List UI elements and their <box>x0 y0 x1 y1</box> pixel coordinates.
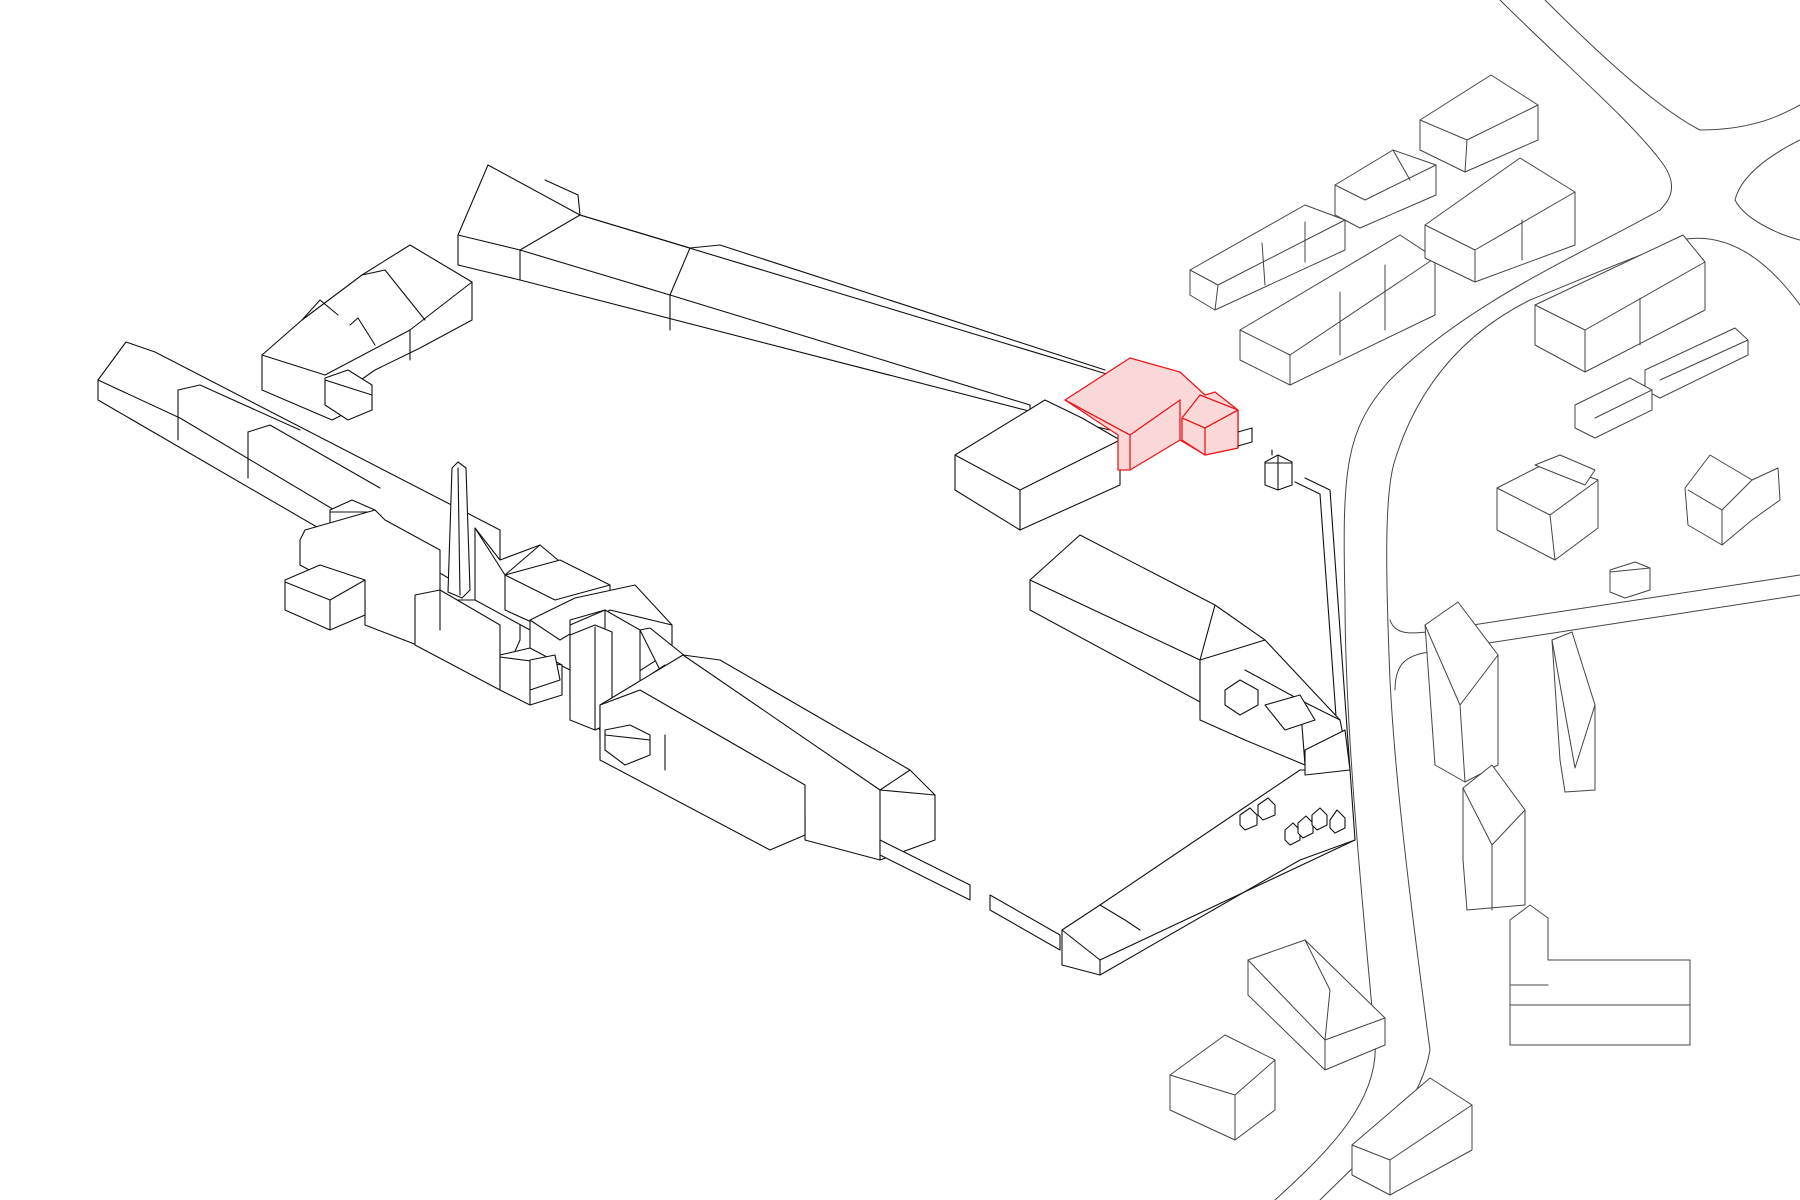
small-tower <box>1264 449 1293 491</box>
house-long-vertical-3 <box>1462 764 1526 911</box>
small-outbuilding-2 <box>1574 377 1653 439</box>
north-west-wing <box>261 244 473 421</box>
east-road-edge-a <box>1679 237 1800 306</box>
house-l-shape <box>1509 904 1691 1046</box>
main-road-west-edge <box>1274 209 1661 1200</box>
house-cross-gable-2 <box>1684 454 1781 546</box>
row-house-right-2 <box>1534 234 1706 373</box>
house-long-vertical-1 <box>1424 601 1499 783</box>
row-house-right-1 <box>1424 157 1576 283</box>
east-hall <box>1029 534 1351 776</box>
path-along-road <box>1294 477 1351 773</box>
chimney <box>447 461 471 599</box>
highlighted-building <box>1064 357 1253 471</box>
house-long-vertical-2 <box>1551 631 1596 793</box>
house-gable-south <box>1169 1034 1276 1141</box>
north-road-edge-a <box>1499 0 1673 211</box>
factory-complex <box>97 164 1356 976</box>
house-hip-roof <box>1247 939 1386 1071</box>
small-outbuilding-1 <box>1644 327 1749 399</box>
south-west-hall <box>599 654 936 861</box>
road-network <box>1274 0 1800 1200</box>
north-road-edge-b <box>1544 0 1800 131</box>
east-road-edge-b <box>1734 139 1800 241</box>
row-house-long-1 <box>1189 204 1346 311</box>
row-house-top-2 <box>1334 149 1437 229</box>
row-house-long-2 <box>1239 234 1436 386</box>
north-wing <box>457 164 1111 431</box>
small-shed <box>1609 561 1651 599</box>
south-east-wing <box>1061 769 1356 976</box>
house-cross-gable-1 <box>1496 454 1599 561</box>
row-house-top <box>1419 74 1539 173</box>
main-road-east-edge <box>1319 239 1681 1200</box>
house-gable-southeast <box>1351 1077 1473 1196</box>
context-buildings <box>1169 74 1781 1196</box>
central-factory-cluster <box>284 509 691 731</box>
connector-walls <box>879 839 1061 951</box>
